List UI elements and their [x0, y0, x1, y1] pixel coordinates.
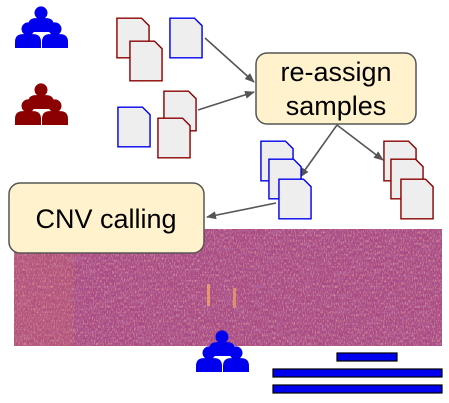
arrow-reassign-to-red-docs: [336, 124, 384, 161]
reassign-samples-box: re-assign samples: [255, 52, 417, 125]
segment-bar-long-2: [272, 384, 443, 394]
segment-bar-long-1: [272, 368, 443, 378]
arrow-blue-docs-to-cnv: [206, 202, 277, 220]
red-people-group-icon: [15, 83, 68, 125]
arrow-top-to-reassign: [204, 37, 255, 83]
red-document-stack: [383, 140, 434, 220]
cnv-calling-box: CNV calling: [8, 182, 205, 254]
reassign-label-line2: samples: [286, 91, 387, 121]
blue-document-stack: [260, 140, 312, 220]
arrow-mid-to-reassign: [197, 90, 255, 111]
arrows: [197, 37, 384, 220]
document-icon: [157, 117, 191, 159]
blue-people-group-icon: [15, 6, 68, 48]
arrow-reassign-to-blue-docs: [299, 124, 338, 178]
document-icon: [129, 40, 163, 82]
document-stack-top: [116, 17, 203, 82]
document-icon: [278, 178, 312, 220]
cnv-calling-label: CNV calling: [35, 204, 176, 234]
document-stack-middle: [117, 90, 197, 159]
document-icon: [169, 17, 203, 59]
segment-bars: [272, 352, 443, 394]
segment-bar-short: [336, 352, 398, 362]
reassign-label-line1: re-assign: [280, 57, 391, 87]
document-icon: [400, 178, 434, 220]
document-icon: [117, 106, 151, 148]
